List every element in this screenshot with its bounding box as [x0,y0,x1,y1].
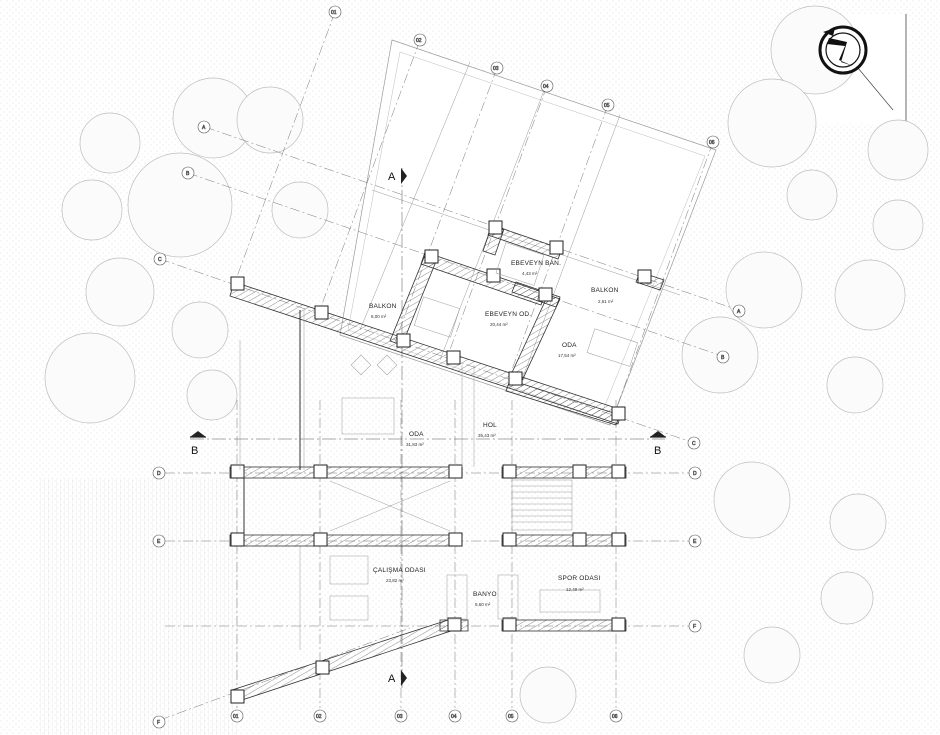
svg-text:D: D [693,471,697,477]
grid-bubbles-rotated-top: 01 02 03 04 05 06 [328,5,720,149]
room-banyo: BANYO 5,60 m² [473,591,497,607]
room-balkon-left: BALKON 8,00 m² [369,303,397,319]
svg-text:2,61 m²: 2,61 m² [598,299,614,304]
grid-bubble-b-left: B [181,166,195,180]
section-b-right: B [654,445,661,457]
grid-bubble-r04: 04 [540,79,554,93]
svg-text:BALKON: BALKON [591,287,619,294]
grid-bubble-e-left: E [152,534,166,548]
grid-bubble-01: 01 [230,709,244,723]
svg-text:01: 01 [331,10,337,16]
svg-text:20,44 m²: 20,44 m² [490,322,508,327]
room-oda-upper: ODA 17,54 m² [558,342,577,358]
columns [230,220,652,704]
svg-text:02: 02 [416,38,422,44]
grid-bubble-d-right: D [688,466,702,480]
room-ebeveyn-oda: EBEVEYN OD. 20,44 m² [485,311,531,327]
svg-text:12,49 m²: 12,49 m² [566,587,584,592]
svg-text:02: 02 [316,714,322,720]
svg-text:D: D [157,471,161,477]
section-a-bottom: A [388,673,396,685]
svg-text:SPOR ODASI: SPOR ODASI [558,575,600,582]
grid-bubble-d-left: D [152,466,166,480]
room-hol: HOL 35,43 m² [478,422,497,438]
grid-bubble-r01: 01 [328,5,342,19]
room-spor-odasi: SPOR ODASI 12,49 m² [558,575,600,592]
room-labels: BALKON 8,00 m² EBEVEYN BAN. 4,43 m² EBEV… [369,260,619,607]
svg-text:HOL: HOL [483,422,497,429]
svg-text:17,54 m²: 17,54 m² [558,353,576,358]
grid-bubble-c-left: C [153,252,167,266]
grid-bubble-05: 05 [505,709,519,723]
section-markers: B B A A [190,168,666,686]
svg-text:35,43 m²: 35,43 m² [478,433,496,438]
grid-bubbles-bottom: 01 02 03 04 05 06 [230,709,623,723]
svg-text:C: C [158,257,162,263]
grid-bubble-f-left: F [152,715,166,729]
grid-bubble-02: 02 [313,709,327,723]
parking-area [40,478,240,735]
grid-bubble-r05: 05 [601,98,615,112]
room-calisma-odasi: ÇALIŞMA ODASI 23,82 m² [373,567,426,583]
svg-text:ÇALIŞMA ODASI: ÇALIŞMA ODASI [373,567,426,574]
svg-text:05: 05 [604,103,610,109]
grid-bubble-b-right: B [716,350,730,364]
svg-text:EBEVEYN BAN.: EBEVEYN BAN. [511,260,561,267]
svg-text:01: 01 [233,714,239,720]
svg-text:31,83 m²: 31,83 m² [406,442,424,447]
grid-bubble-03: 03 [394,709,408,723]
svg-text:06: 06 [612,714,618,720]
grid-bubbles-rotated-side: A B C A B C [153,120,746,450]
svg-text:B: B [186,171,190,177]
svg-text:F: F [157,720,160,726]
room-ebeveyn-banyo: EBEVEYN BAN. 4,43 m² [511,260,561,276]
svg-text:A: A [737,309,741,315]
section-b-left: B [191,445,198,457]
interior-lines [239,242,638,650]
svg-text:C: C [692,441,696,447]
svg-text:B: B [721,355,725,361]
grid-bubble-r02: 02 [413,33,427,47]
svg-text:23,82 m²: 23,82 m² [386,578,404,583]
svg-text:BANYO: BANYO [473,591,497,598]
grid-bubble-a-left: A [197,120,211,134]
grid-bubble-r03: 03 [490,61,504,75]
svg-text:EBEVEYN OD.: EBEVEYN OD. [485,311,531,318]
svg-text:03: 03 [397,714,403,720]
svg-text:04: 04 [451,714,457,720]
svg-text:ODA: ODA [409,431,424,438]
room-balkon-right: BALKON 2,61 m² [591,287,619,304]
svg-text:ODA: ODA [562,342,577,349]
svg-text:06: 06 [709,140,715,146]
svg-text:A: A [202,125,206,131]
north-arrow-icon [818,25,894,111]
svg-text:E: E [157,539,161,545]
grid-bubble-04: 04 [448,709,462,723]
svg-text:03: 03 [493,66,499,72]
room-oda-lower: ODA 31,83 m² [406,431,424,447]
section-a-top: A [388,171,396,183]
grid-bubble-f-right: F [688,619,702,633]
svg-text:05: 05 [508,714,514,720]
grid-bubbles-horizontal: D E F D E F [152,466,702,729]
svg-text:8,00 m²: 8,00 m² [371,314,387,319]
grid-bubble-06: 06 [609,709,623,723]
svg-text:04: 04 [543,84,549,90]
svg-text:4,43 m²: 4,43 m² [522,271,538,276]
svg-text:F: F [693,624,696,630]
grid-bubble-a-right: A [732,304,746,318]
grid-bubble-r06: 06 [706,135,720,149]
grid-bubble-e-right: E [688,534,702,548]
grid-bubble-c-right: C [687,436,701,450]
svg-text:5,60 m²: 5,60 m² [475,602,491,607]
section-lines [190,168,665,690]
svg-text:E: E [693,539,697,545]
svg-text:BALKON: BALKON [369,303,397,310]
